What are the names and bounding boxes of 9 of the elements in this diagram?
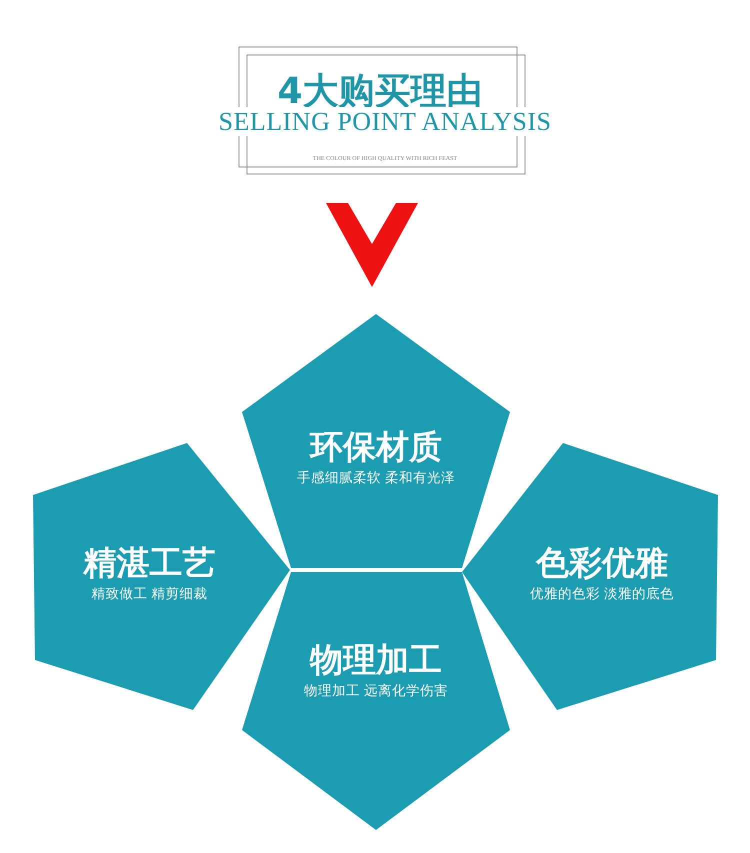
description: 手感细腻柔软 柔和有光泽 <box>296 469 456 487</box>
description: 精致做工 精剪细裁 <box>91 585 208 603</box>
description: 优雅的色彩 淡雅的底色 <box>530 585 674 603</box>
heading: 精湛工艺 <box>84 543 216 583</box>
heading: 色彩优雅 <box>536 543 668 583</box>
heading: 环保材质 <box>310 427 442 467</box>
heading: 物理加工 <box>310 640 442 680</box>
description: 物理加工 远离化学伤害 <box>304 682 448 700</box>
subtitle: SELLING POINT ANALYSIS <box>218 107 552 136</box>
